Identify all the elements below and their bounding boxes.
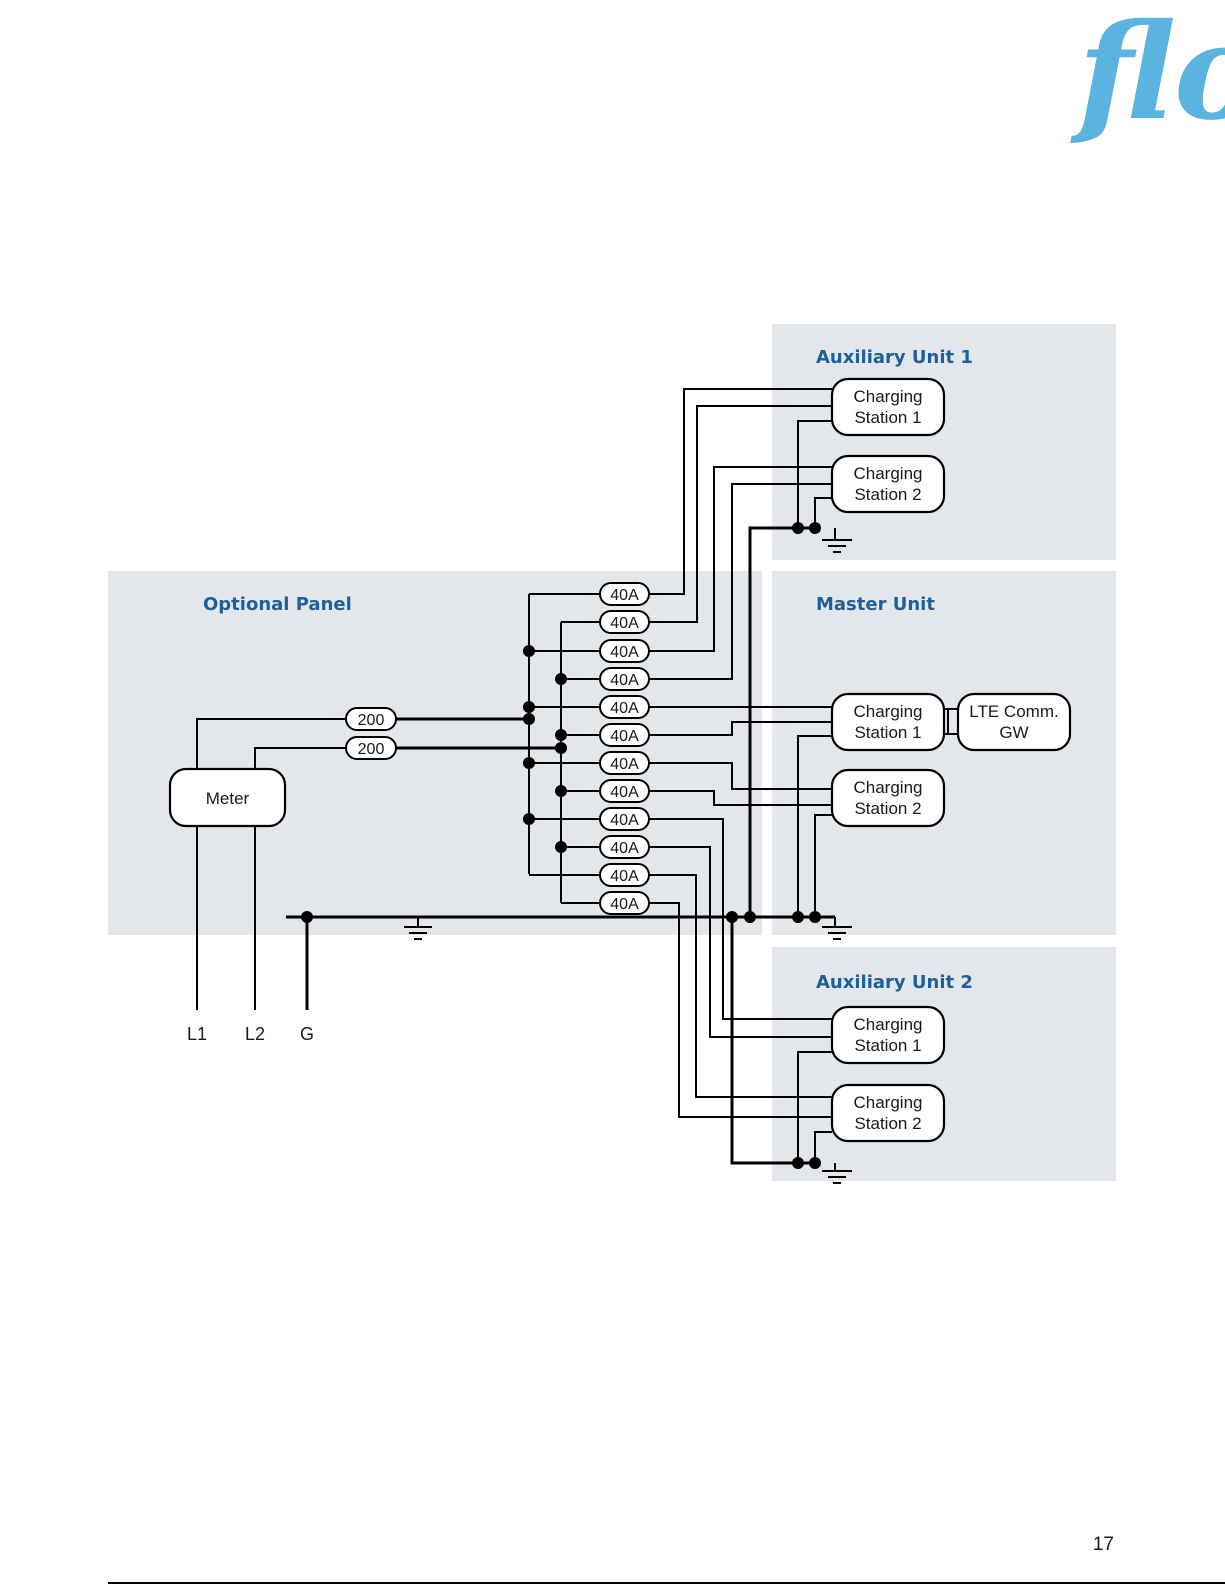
terminal-l2: L2: [245, 1024, 265, 1044]
breaker-label: 40A: [610, 672, 639, 689]
aux1-charging-station-2: Charging Station 2: [832, 456, 944, 512]
aux2-charging-station-1: Charging Station 1: [832, 1007, 944, 1063]
breaker-label: 40A: [610, 896, 639, 913]
page-number: 17: [1093, 1534, 1114, 1555]
master-charging-station-2: Charging Station 2: [832, 770, 944, 826]
aux1-charging-station-1: Charging Station 1: [832, 379, 944, 435]
station-label-line2: Station 2: [854, 1114, 921, 1133]
meter: Meter: [170, 769, 285, 826]
station-label-line2: Station 1: [854, 1036, 921, 1055]
breaker-label: 40A: [610, 812, 639, 829]
station-label-line1: Charging: [854, 387, 923, 406]
aux1-title: Auxiliary Unit 1: [816, 347, 973, 368]
master-charging-station-1: Charging Station 1: [832, 694, 944, 750]
breaker-label: 40A: [610, 728, 639, 745]
lte-comm-gateway: LTE Comm. GW: [958, 694, 1070, 750]
terminal-l1: L1: [187, 1024, 207, 1044]
terminal-g: G: [300, 1024, 314, 1044]
station-label-line2: Station 1: [854, 408, 921, 427]
master-title: Master Unit: [816, 594, 935, 615]
aux2-title: Auxiliary Unit 2: [816, 972, 973, 993]
breaker-label: 40A: [610, 644, 639, 661]
breaker-label: 40A: [610, 700, 639, 717]
breaker-label: 40A: [610, 756, 639, 773]
breaker-label: 40A: [610, 587, 639, 604]
lte-label-line2: GW: [999, 723, 1028, 742]
optional-panel: [108, 571, 762, 935]
station-label-line1: Charging: [854, 702, 923, 721]
breaker-label: 40A: [610, 784, 639, 801]
station-label-line2: Station 2: [854, 485, 921, 504]
station-label-line2: Station 2: [854, 799, 921, 818]
breaker-label: 40A: [610, 840, 639, 857]
flo-logo: flo: [1070, 0, 1225, 150]
breaker-label: 40A: [610, 868, 639, 885]
station-label-line1: Charging: [854, 1015, 923, 1034]
meter-label: Meter: [206, 789, 250, 808]
station-label-line1: Charging: [854, 464, 923, 483]
main-breaker-2: 200: [346, 737, 396, 759]
main-breaker-1: 200: [346, 708, 396, 730]
lte-label-line1: LTE Comm.: [969, 702, 1058, 721]
main-breaker-2-label: 200: [358, 741, 385, 758]
main-breaker-1-label: 200: [358, 712, 385, 729]
station-label-line2: Station 1: [854, 723, 921, 742]
aux2-charging-station-2: Charging Station 2: [832, 1085, 944, 1141]
station-label-line1: Charging: [854, 1093, 923, 1112]
master-panel: [772, 571, 1116, 935]
panel-title: Optional Panel: [203, 594, 352, 615]
station-label-line1: Charging: [854, 778, 923, 797]
breaker-label: 40A: [610, 615, 639, 632]
